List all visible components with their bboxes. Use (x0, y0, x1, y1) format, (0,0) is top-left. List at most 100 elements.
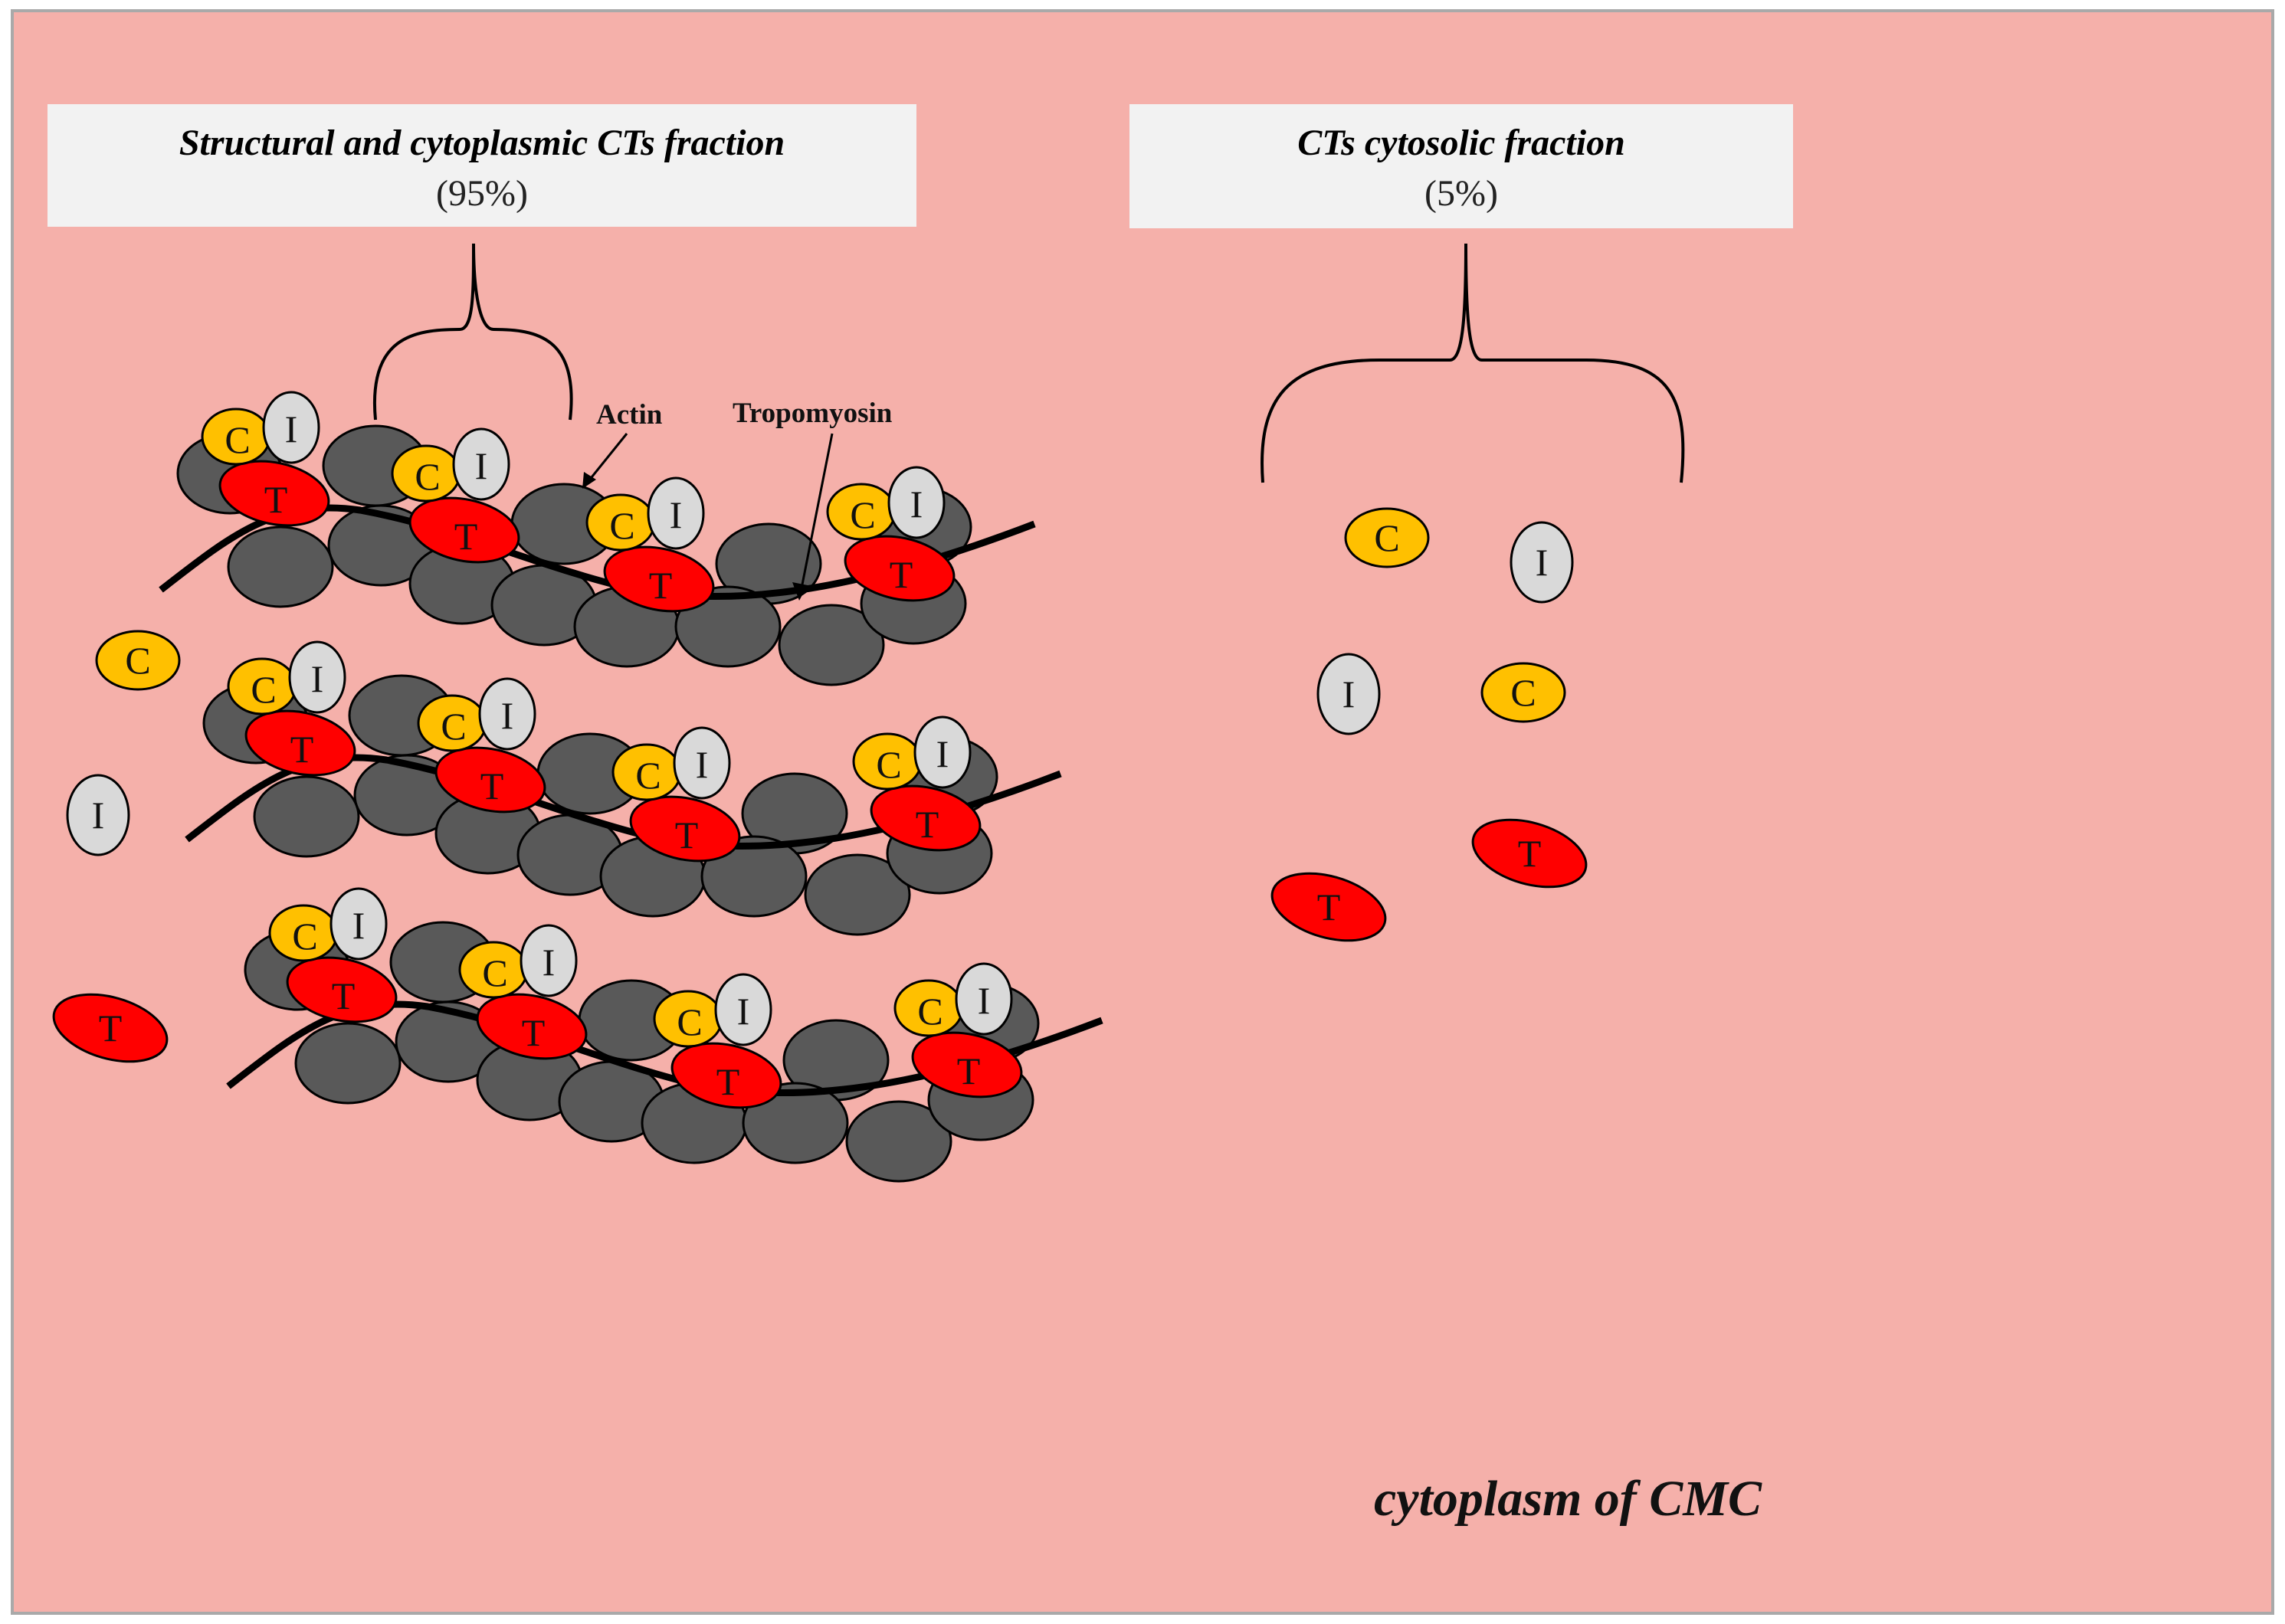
troponin-t-label: T (454, 515, 478, 558)
troponin-t-subunit (603, 545, 715, 613)
free-troponin-c-label: C (1510, 671, 1536, 714)
free-troponin-c-label: C (125, 639, 150, 682)
troponin-c-label: C (292, 915, 317, 958)
troponin-c-label: C (415, 455, 440, 498)
tropomyosin-arrow (800, 433, 834, 589)
troponin-c-label: C (677, 1000, 702, 1043)
troponin-i-subunit (955, 962, 1013, 1036)
actin-monomer (294, 1022, 402, 1105)
structural-box-bg (48, 104, 916, 227)
troponin-t-subunit (844, 535, 956, 602)
actin-monomer (742, 1082, 849, 1164)
actin-monomer (253, 775, 360, 858)
troponin-i-subunit (329, 887, 388, 961)
cytosolic-box-bg (1129, 104, 1793, 228)
free-troponin-c (1480, 662, 1566, 723)
troponin-t-label: T (522, 1011, 546, 1054)
troponin-i-label: I (696, 743, 709, 786)
free-troponin-t-label: T (1518, 832, 1542, 875)
troponin-t-label: T (649, 564, 673, 607)
troponin-i-label: I (910, 483, 923, 526)
troponin-t-label: T (480, 765, 504, 807)
structural-fraction-box: Structural and cytoplasmic CTs fraction … (48, 104, 916, 227)
troponin-t-subunit (244, 709, 356, 777)
actin-arrow (587, 433, 628, 482)
troponin-t-label: T (916, 803, 939, 846)
troponin-i-label: I (475, 444, 488, 487)
cytosolic-box-percent: (5%) (1424, 173, 1498, 214)
troponin-t-label: T (290, 728, 314, 771)
free-troponin-i-label: I (92, 794, 105, 837)
troponin-i-subunit (288, 640, 346, 714)
troponin-i-subunit (647, 476, 705, 550)
free-troponin-t-label: T (1317, 886, 1341, 928)
troponin-t-label: T (716, 1060, 740, 1103)
troponin-c-label: C (850, 493, 875, 536)
structural-brace (372, 243, 573, 421)
troponin-t-subunit (476, 993, 588, 1060)
troponin-i-label: I (737, 990, 750, 1033)
free-troponin-i-label: I (1536, 541, 1549, 584)
actin-monomer (227, 526, 334, 608)
troponin-c-label: C (917, 990, 943, 1033)
troponin-t-subunit (911, 1031, 1023, 1098)
troponin-i-subunit (714, 973, 772, 1046)
troponin-t-subunit (870, 784, 982, 852)
troponin-i-label: I (978, 979, 991, 1022)
free-troponin-t (52, 993, 169, 1063)
structural-box-title: Structural and cytoplasmic CTs fraction (179, 123, 785, 163)
actin-arrowhead (582, 472, 596, 489)
troponin-i-label: I (936, 732, 949, 775)
troponin-t-subunit (670, 1042, 782, 1109)
troponin-c-label: C (441, 705, 466, 748)
troponin-t-subunit (286, 956, 398, 1023)
troponin-i-subunit (887, 466, 946, 539)
troponin-c-label: C (876, 743, 901, 786)
actin-monomer (804, 853, 911, 936)
free-troponin-i (66, 774, 130, 856)
free-troponin-t (1471, 818, 1588, 889)
free-troponin-i (1316, 653, 1381, 735)
troponin-t-label: T (675, 814, 699, 856)
tropomyosin-arrowhead (792, 582, 808, 601)
cytosolic-box-title: CTs cytosolic fraction (1297, 123, 1625, 163)
troponin-i-subunit (478, 677, 536, 751)
troponin-i-subunit (520, 924, 578, 997)
troponin-i-label: I (352, 904, 366, 947)
troponin-t-subunit (218, 460, 330, 527)
troponin-t-label: T (957, 1049, 981, 1092)
actin-monomer (700, 835, 808, 918)
free-troponin-i-label: I (1342, 673, 1356, 715)
troponin-i-label: I (285, 408, 298, 450)
troponin-t-subunit (629, 795, 741, 863)
troponin-c-label: C (482, 951, 507, 994)
tropomyosin-label: Tropomyosin (733, 398, 893, 429)
structural-box-percent: (95%) (436, 173, 528, 214)
actin-monomer (845, 1100, 952, 1183)
actin-monomer (674, 585, 782, 668)
troponin-t-subunit (408, 496, 520, 564)
free-troponin-c-label: C (1374, 516, 1399, 559)
free-troponin-c (95, 630, 181, 691)
troponin-i-subunit (913, 715, 972, 789)
troponin-t-label: T (264, 478, 288, 521)
free-troponin-i (1510, 521, 1574, 604)
troponin-c-label: C (609, 504, 634, 547)
cytosolic-fraction-box: CTs cytosolic fraction (5%) (1129, 104, 1793, 228)
troponin-i-label: I (543, 941, 556, 984)
troponin-t-subunit (434, 746, 546, 814)
